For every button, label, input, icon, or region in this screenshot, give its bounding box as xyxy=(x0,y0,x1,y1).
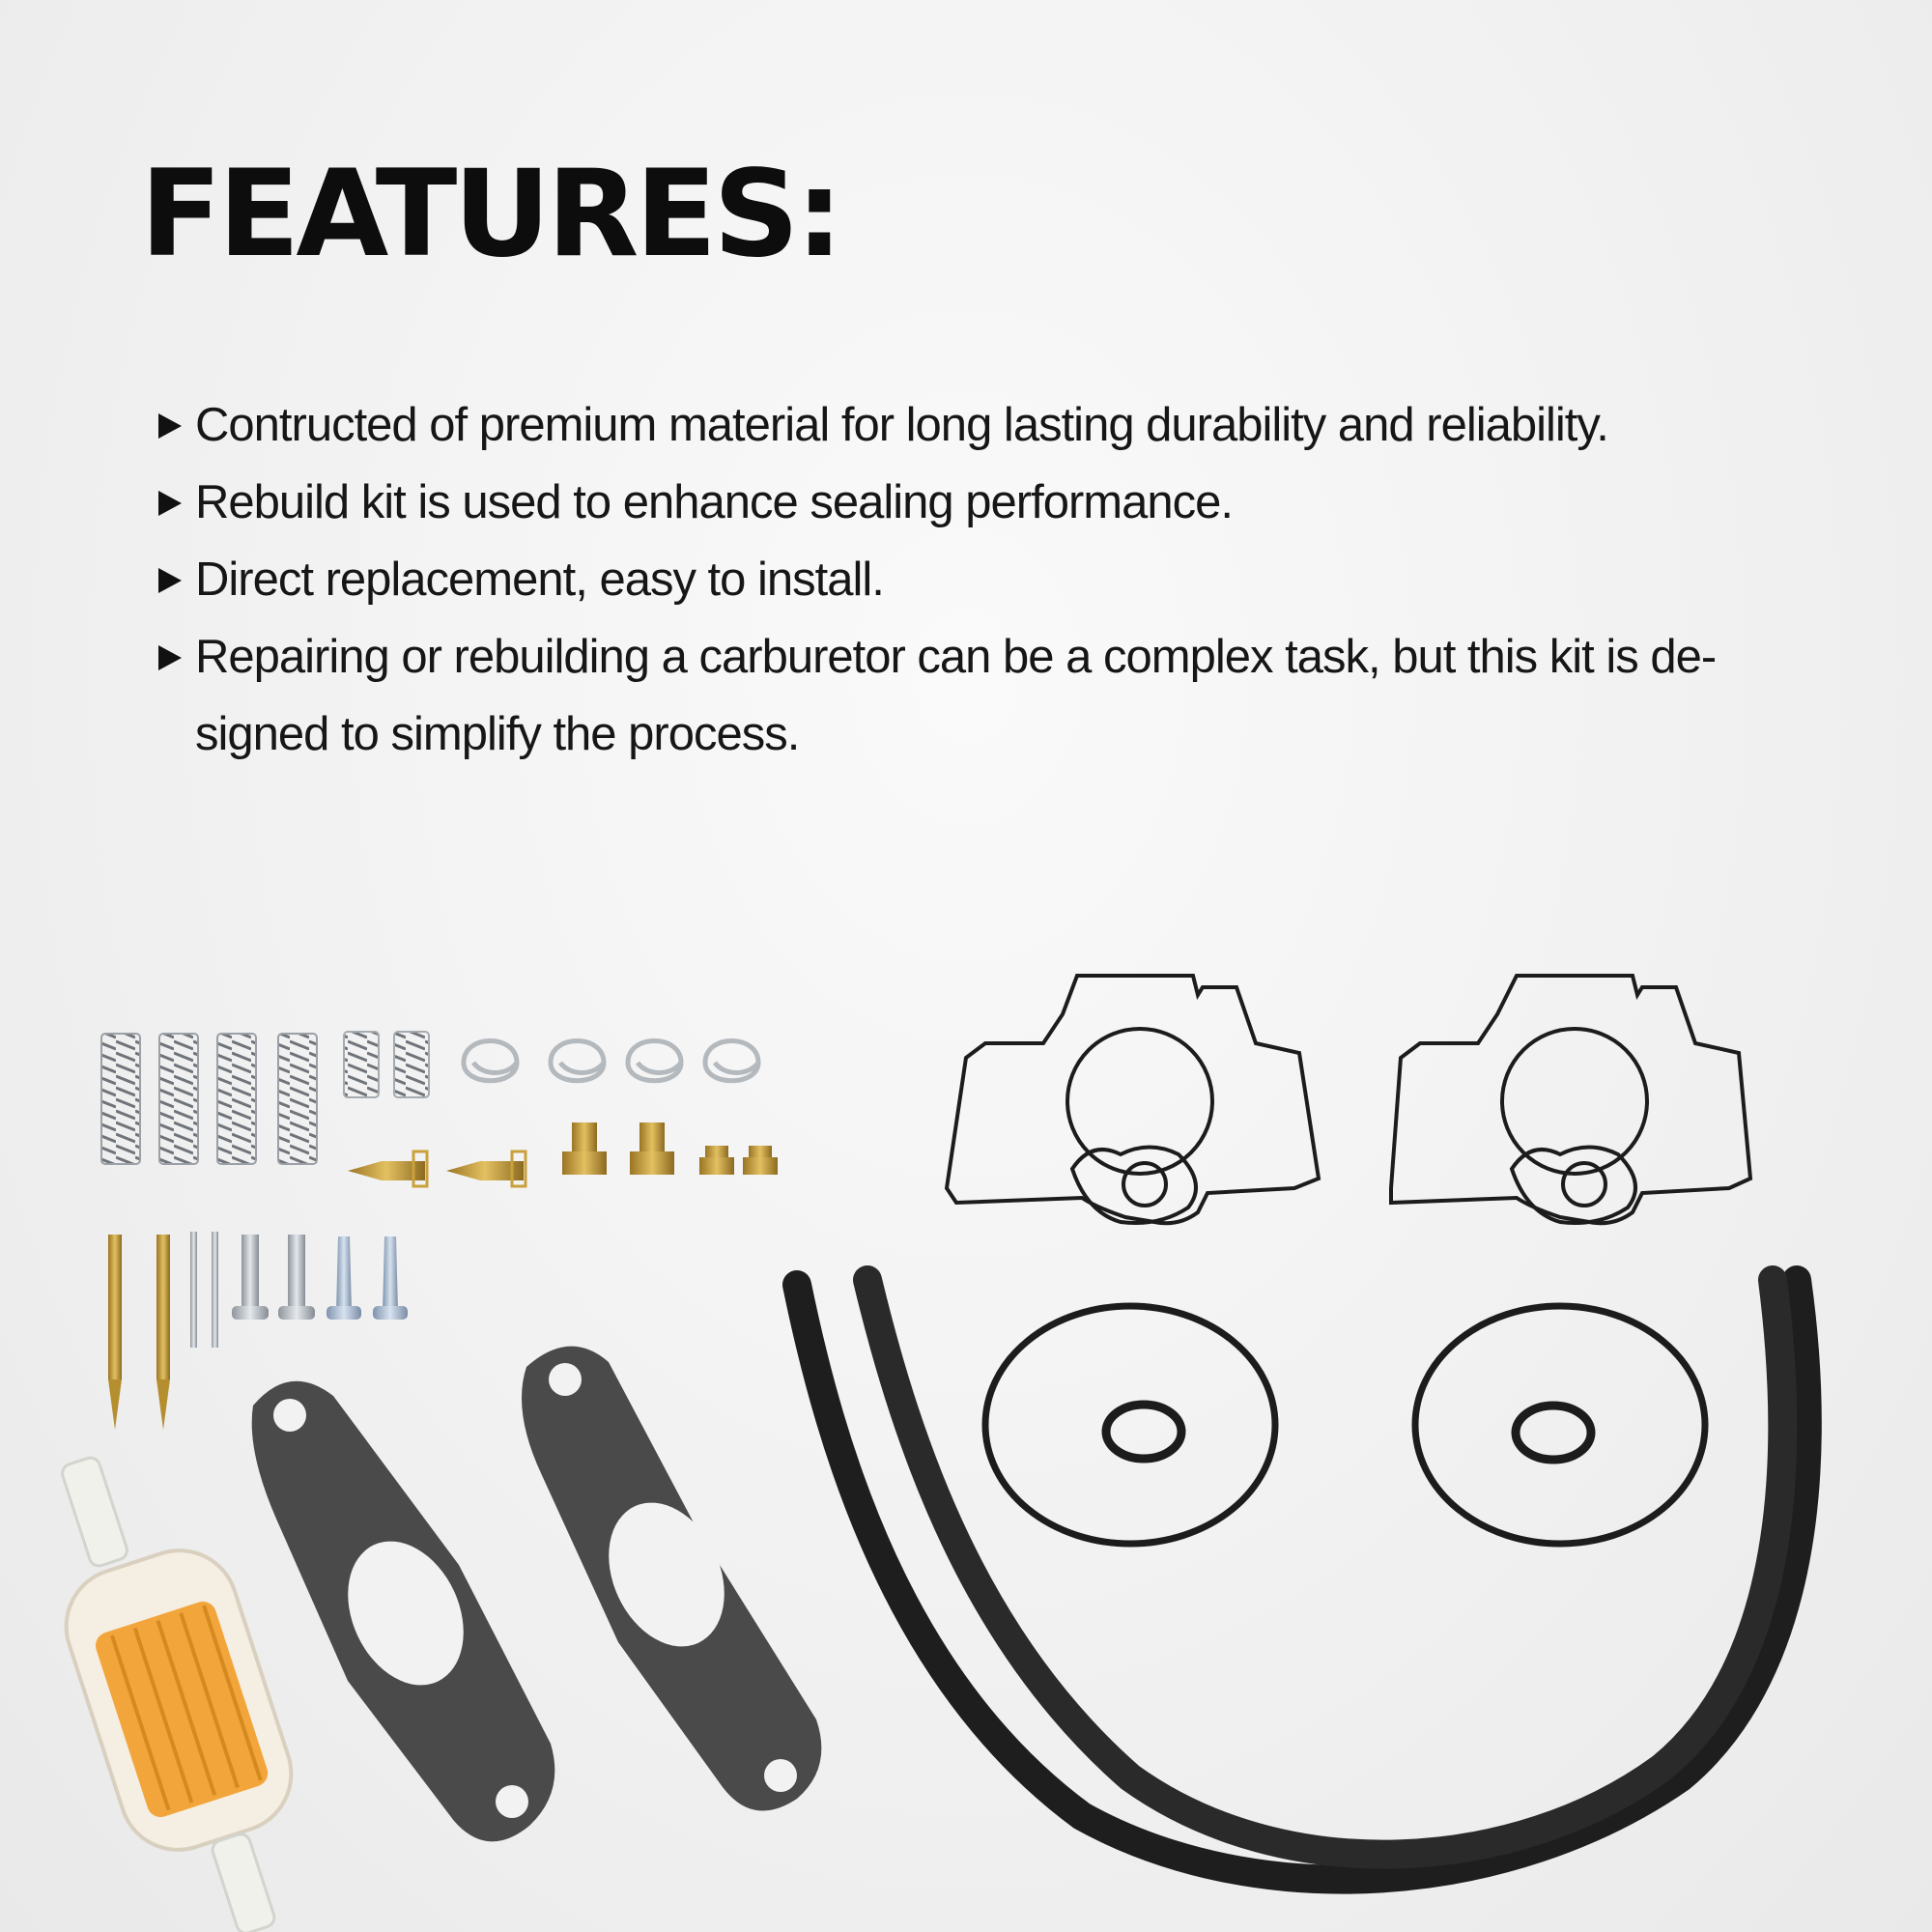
pin-icon xyxy=(190,1232,218,1348)
fuel-hose-icon xyxy=(782,1265,1822,1894)
float-needle-icon xyxy=(348,1150,527,1188)
carburetor-kit-image xyxy=(61,974,1822,1932)
manifold-gasket-icon xyxy=(251,1380,555,1842)
feature-text: Rebuild kit is used to enhance sealing p… xyxy=(195,476,1234,528)
feature-text: Contructed of premium material for long … xyxy=(195,399,1609,451)
triangle-bullet-icon xyxy=(158,568,182,593)
feature-item: Rebuild kit is used to enhance sealing p… xyxy=(155,464,1739,541)
feature-item: Direct replacement, easy to install. xyxy=(155,541,1739,618)
feature-text: Repairing or rebuilding a carburetor can… xyxy=(195,631,1717,760)
page-title: FEATURES: xyxy=(140,145,843,284)
mixture-screw-icon xyxy=(108,1235,170,1430)
triangle-bullet-icon xyxy=(158,645,182,670)
o-ring-icon xyxy=(981,1302,1709,1548)
feature-item: Contructed of premium material for long … xyxy=(155,386,1739,464)
feature-text: Direct replacement, easy to install. xyxy=(195,554,885,606)
triangle-bullet-icon xyxy=(158,491,182,516)
feature-item: Repairing or rebuilding a carburetor can… xyxy=(155,618,1739,773)
float-bowl-gasket-icon xyxy=(944,974,1321,1226)
float-bowl-gasket-icon xyxy=(1389,974,1753,1226)
short-spring-icon xyxy=(343,1031,430,1098)
spring-icon xyxy=(100,1033,318,1165)
wire-clip-icon xyxy=(461,1038,761,1084)
jet-icon xyxy=(562,1122,778,1175)
manifold-gasket-icon xyxy=(522,1346,822,1811)
feature-list: Contructed of premium material for long … xyxy=(155,386,1739,773)
triangle-bullet-icon xyxy=(158,413,182,439)
screw-icon xyxy=(232,1235,408,1320)
fuel-filter-icon xyxy=(61,1456,294,1932)
